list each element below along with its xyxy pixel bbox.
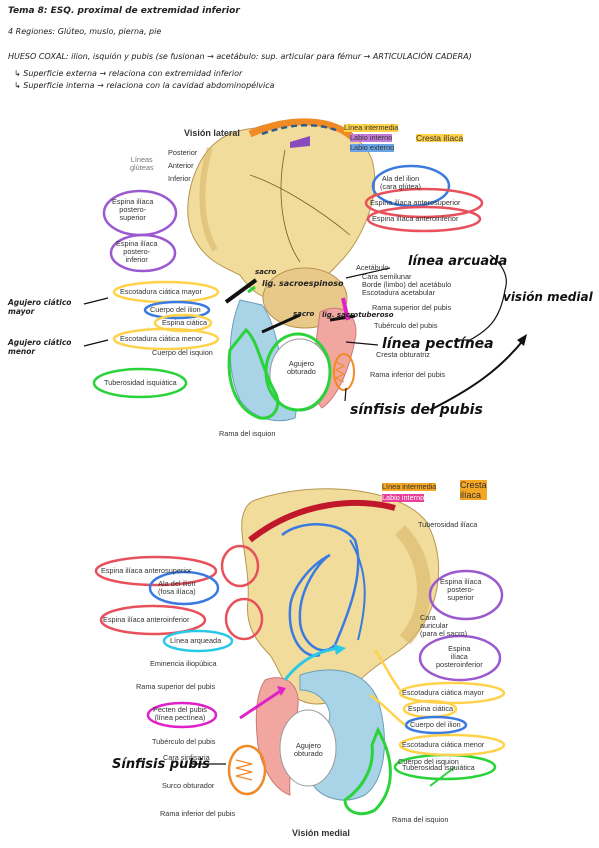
med-tuberosidad-iliaca: Tuberosidad ilíaca <box>418 520 478 529</box>
med-eiai: Espina ilíaca anteroinferior <box>103 615 190 624</box>
med-ala-ilion: Ala del ilion (fosa ilíaca) <box>158 579 196 596</box>
lat-eips: Espina ilíaca postero- superior <box>112 197 154 222</box>
med-rama-isquion: Rama del isquion <box>392 815 449 824</box>
med-espina-ciatica: Espina ciática <box>408 704 454 713</box>
med-rama-inferior-pubis: Rama inferior del pubis <box>160 809 236 818</box>
lat-linea-intermedia: Línea intermedia <box>344 123 399 132</box>
lat-tuberosidad-isquiatica: Tuberosidad isquiática <box>104 378 177 387</box>
lat-cuerpo-ilion: Cuerpo del ilion <box>150 305 201 314</box>
lat-eiai: Espina ilíaca anteroinferior <box>372 214 459 223</box>
med-surco-obturador: Surco obturador <box>162 781 215 790</box>
med-tuberosidad-isquiatica: Tuberosidad isquiática <box>402 763 475 772</box>
med-linea-arcuada: Línea arqueada <box>170 636 222 645</box>
med-cuerpo-ilion: Cuerpo del ilion <box>410 720 461 729</box>
lat-labio-externo: Labio externo <box>350 143 395 152</box>
med-rama-superior-pubis: Rama superior del pubis <box>136 682 216 691</box>
med-escotadura-ciatica-mayor: Escotadura ciática mayor <box>402 688 484 697</box>
header-regions: 4 Regiones: Glúteo, muslo, pierna, pie <box>8 27 162 36</box>
hw-linea-arcuada: línea arcuada <box>408 254 508 269</box>
hw-lig-sacrotuberoso: lig. sacrotuberoso <box>322 311 394 319</box>
header-title: Tema 8: ESQ. proximal de extremidad infe… <box>8 6 240 16</box>
hw-sinfisis-del-pubis: sínfisis del pubis <box>350 402 483 418</box>
header-sup-externa: ↳ Superficie externa → relaciona con ext… <box>14 69 243 78</box>
lateral-view-title: Visión lateral <box>184 128 240 138</box>
med-labio-interno: Labio interno <box>382 493 425 502</box>
hw-lig-sacroespinoso: lig. sacroespinoso <box>262 279 344 288</box>
lat-acetabulo: Acetábulo <box>356 263 389 272</box>
lat-borde-limbo: Borde (limbo) del acetábulo <box>362 280 452 289</box>
hw-agujero-ciatico-mayor: Agujero ciático mayor <box>8 298 72 316</box>
lat-rama-superior-pubis: Rama superior del pubis <box>372 303 452 312</box>
med-cuerpo-isquion: Cuerpo del isquion <box>398 757 459 766</box>
lat-labio-interno: Labio interno <box>350 133 393 142</box>
header-hueso-coxal: HUESO COXAL: ilion, isquión y pubis (se … <box>8 52 472 61</box>
header-sup-interna: ↳ Superficie interna → relaciona con la … <box>14 81 275 90</box>
lat-lineas-gluteas: Líneas glúteas <box>130 155 154 172</box>
med-escotadura-ciatica-menor: Escotadura ciática menor <box>402 740 485 749</box>
lat-eipi: Espina ilíaca postero- inferior <box>116 239 158 264</box>
med-cara-sinfisaria: Cara sinfisaria <box>163 753 210 762</box>
hw-linea-pectinea: línea pectínea <box>382 336 494 352</box>
hw-vision-medial: visión medial <box>503 290 593 304</box>
hw-agujero-ciatico-menor: Agujero ciático menor <box>8 338 72 356</box>
lat-rama-isquion: Rama del isquion <box>219 429 276 438</box>
lat-anterior: Anterior <box>168 161 194 170</box>
lat-agujero-obturado: Agujero obturado <box>287 359 316 376</box>
medial-view-title: Visión medial <box>292 828 350 838</box>
med-cara-auricular: Cara auricular (para el sacro) <box>420 613 468 638</box>
med-eminencia-iliopubica: Eminencia iliopúbica <box>150 659 217 668</box>
hw-sinfisis-pubis: Sínfisis pubis <box>112 757 210 772</box>
lat-eias: Espina ilíaca anterosuperior <box>370 198 461 207</box>
lat-cara-semilunar: Cara semilunar <box>362 272 412 281</box>
lat-cuerpo-isquion: Cuerpo del isquion <box>152 348 213 357</box>
lat-tuberculo-pubis: Tubérculo del pubis <box>374 321 438 330</box>
lat-posterior: Posterior <box>168 148 198 157</box>
lat-escotadura-ciatica-mayor: Escotadura ciática mayor <box>120 287 202 296</box>
med-pecten-pubis: Pecten del pubis (línea pectínea) <box>153 705 207 722</box>
med-linea-intermedia: Línea intermedia <box>382 482 437 491</box>
lat-cresta-iliaca: Cresta ilíaca <box>416 133 464 143</box>
lat-espina-ciatica: Espina ciática <box>162 318 208 327</box>
med-agujero-obturado: Agujero obturado <box>294 741 323 758</box>
lat-cresta-obturatriz: Cresta obturatriz <box>376 350 430 359</box>
lat-ala-ilion: Ala del ilion (cara glútea) <box>380 174 421 191</box>
lat-inferior: Inferior <box>168 174 191 183</box>
med-eips: Espina ilíaca postero- superior <box>440 577 482 602</box>
med-cresta-iliaca: Cresta ilíaca <box>460 480 487 500</box>
lat-escotadura-ciatica-menor: Escotadura ciática menor <box>120 334 203 343</box>
hw-sacro-2: sacro <box>293 310 315 318</box>
med-tuberculo-pubis: Tubérculo del pubis <box>152 737 216 746</box>
med-eias: Espina ilíaca anterosuperior <box>101 566 192 575</box>
lat-escotadura-acetabular: Escotadura acetabular <box>362 288 436 297</box>
hw-sacro-1: sacro <box>255 268 277 276</box>
med-eipi: Espina ilíaca posteroinferior <box>436 644 483 669</box>
lat-rama-inferior-pubis: Rama inferior del pubis <box>370 370 446 379</box>
